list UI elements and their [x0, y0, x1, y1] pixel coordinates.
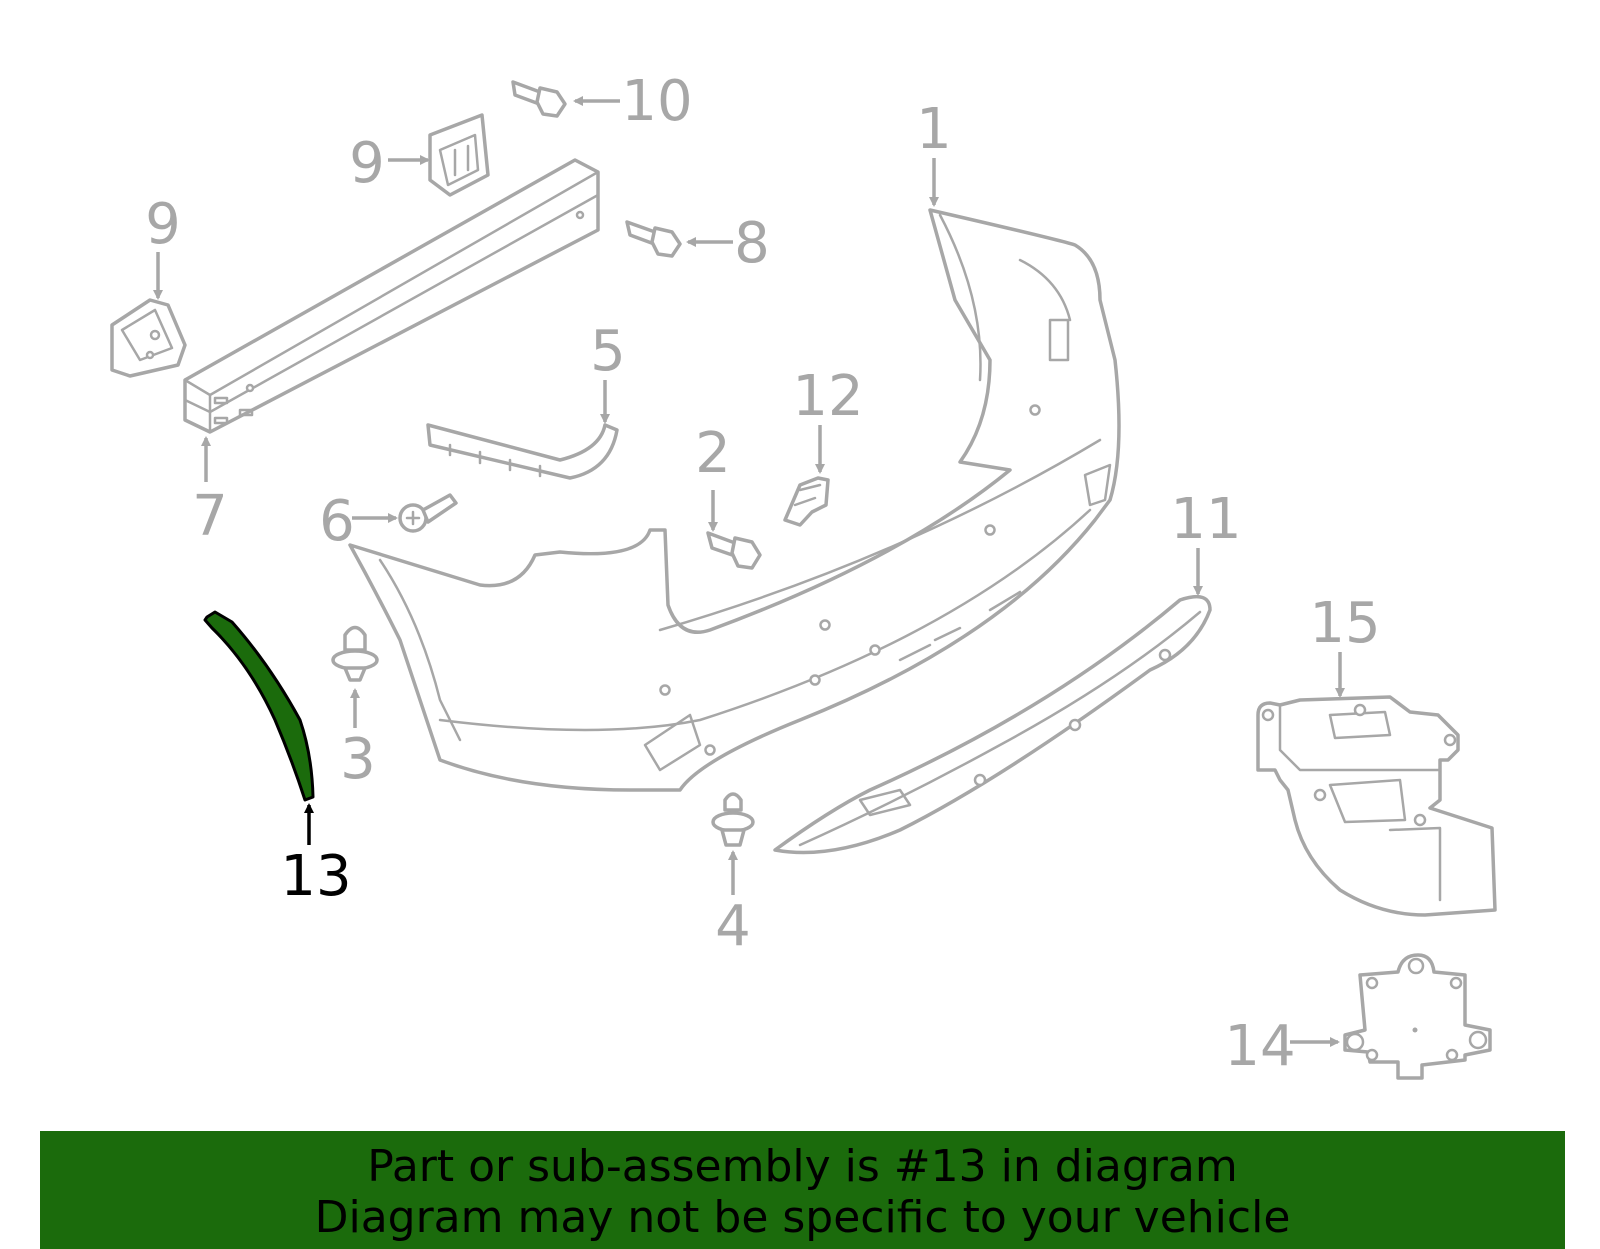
callout-9-upper: 9 [349, 131, 385, 196]
callout-1: 1 [916, 97, 952, 162]
part-3-clip [331, 625, 379, 682]
part-9-bracket-upper [428, 113, 490, 197]
part-7-reinforcement [183, 158, 600, 434]
parts-diagram: 1 2 3 4 5 6 [110, 69, 1497, 1080]
part-5-bracket [426, 423, 619, 480]
callout-11: 11 [1170, 487, 1241, 552]
callout-10: 10 [621, 69, 692, 134]
part-6-screw [398, 493, 458, 533]
callout-14: 14 [1224, 1014, 1295, 1079]
callout-5: 5 [590, 319, 626, 384]
part-13-trim-highlight [203, 610, 315, 802]
banner-line-1: Part or sub-assembly is #13 in diagram [367, 1141, 1238, 1192]
part-2-bolt [706, 531, 762, 570]
part-8-bolt [625, 220, 682, 258]
callout-3: 3 [340, 727, 376, 792]
part-1-bumper-cover [348, 208, 1121, 792]
callout-2: 2 [695, 421, 731, 486]
callout-13: 13 [280, 844, 351, 909]
callout-6: 6 [319, 489, 355, 554]
part-10-bolt [511, 80, 567, 118]
part-4-clip [711, 792, 755, 847]
part-9-bracket-left [110, 298, 187, 378]
callout-4: 4 [715, 894, 751, 959]
part-11-valance [773, 594, 1212, 855]
callout-7: 7 [192, 484, 228, 549]
banner-line-2: Diagram may not be specific to your vehi… [314, 1192, 1291, 1243]
callout-15: 15 [1309, 591, 1380, 656]
callout-12: 12 [792, 364, 863, 429]
part-12-clip [783, 476, 830, 527]
part-info-banner: Part or sub-assembly is #13 in diagram D… [40, 1131, 1565, 1249]
callout-9-left: 9 [145, 192, 181, 257]
part-15-bracket [1256, 695, 1497, 917]
part-14-module [1343, 953, 1492, 1080]
callout-8: 8 [734, 211, 770, 276]
